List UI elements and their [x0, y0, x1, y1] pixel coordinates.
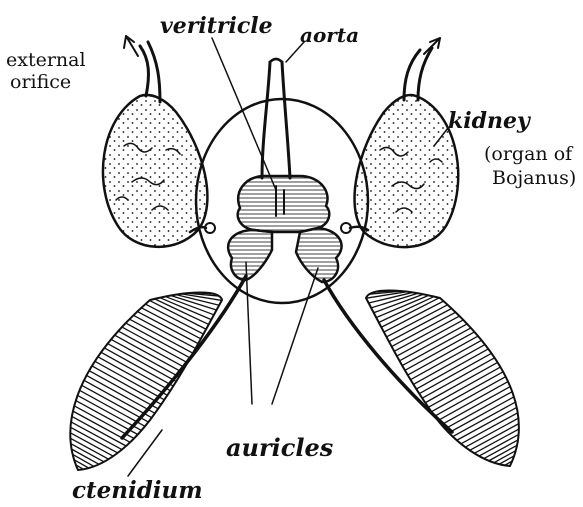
gill-lamella [98, 357, 167, 395]
leader-line-auricles-left [246, 262, 252, 404]
gill-lamella [411, 340, 482, 379]
label-aorta: aorta [300, 23, 359, 47]
gill-lamella [104, 348, 173, 386]
label-organ-of: (organ of [484, 143, 574, 165]
left-ctenidium [70, 293, 222, 471]
right-auricle [296, 228, 342, 282]
gill-lamella [101, 352, 170, 390]
gill-lamella [425, 362, 497, 402]
gill-lamella [73, 411, 130, 442]
label-external: external [6, 49, 86, 71]
aorta-vessel [262, 59, 290, 178]
gill-lamella [95, 361, 164, 399]
label-auricles: auricles [226, 433, 334, 462]
right-kidney [341, 48, 458, 247]
label-kidney: kidney [448, 108, 532, 134]
gill-lamella [428, 367, 500, 407]
gill-lamella [438, 382, 508, 421]
gill-lamella [484, 440, 518, 459]
gill-lamella [416, 349, 488, 389]
ctenidium-outline [366, 291, 519, 467]
gill-lamella [402, 328, 471, 366]
left-kidney [103, 42, 215, 247]
gill-lamella [435, 377, 506, 417]
gill-lamella [405, 332, 475, 370]
left-auricle [228, 230, 272, 280]
gill-lamella [431, 372, 503, 412]
gill-lamella [141, 308, 201, 339]
left-external-orifice-arrow [124, 36, 138, 56]
gill-lamella [441, 387, 510, 425]
ctenidium-outline [70, 293, 222, 471]
label-ctenidium: ctenidium [72, 477, 203, 504]
gill-lamella [92, 366, 161, 404]
gill-lamella [470, 424, 519, 451]
label-orifice: orifice [10, 71, 71, 93]
gill-lamella [419, 353, 491, 393]
leader-line-auricles-right [272, 268, 318, 404]
gill-lamella [422, 358, 494, 398]
gill-lamella [71, 422, 122, 450]
gill-lamella [380, 291, 391, 292]
leader-line-ctenidium [128, 430, 162, 476]
gill-lamella [71, 444, 104, 462]
gill-lamella [465, 418, 518, 447]
gill-lamella [108, 344, 177, 382]
gill-lamella [413, 345, 485, 385]
gill-lamella [72, 416, 126, 446]
right-ctenidium [366, 291, 519, 467]
label-bojanus: Bojanus) [492, 167, 576, 189]
gill-lamella [408, 336, 478, 375]
gill-lamella [87, 375, 155, 413]
right-external-orifice-arrow [424, 38, 440, 54]
gill-lamella [89, 371, 158, 409]
label-ventricle: veritricle [160, 13, 273, 39]
